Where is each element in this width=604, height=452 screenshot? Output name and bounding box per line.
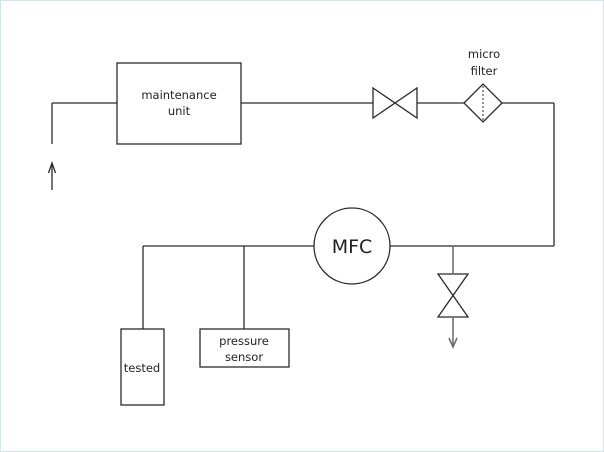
pressure-sensor-box <box>199 328 290 368</box>
inline-valve-icon <box>372 86 418 120</box>
maintenance-unit-label-line2: unit <box>168 104 191 118</box>
tested-box <box>120 328 165 406</box>
drain-valve-icon <box>436 273 470 318</box>
maintenance-unit-label-line1: maintenance <box>141 88 216 102</box>
micro-filter-label-line1: micro <box>468 47 500 61</box>
down-arrow-icon <box>448 337 458 349</box>
pressure-sensor-label-line1: pressure <box>219 334 269 348</box>
up-arrow-icon <box>47 161 57 174</box>
tested-label: tested <box>124 361 160 375</box>
pressure-sensor-label-line2: sensor <box>225 350 263 364</box>
micro-filter-label-line2: filter <box>471 64 498 78</box>
mfc-label: MFC <box>332 236 373 258</box>
